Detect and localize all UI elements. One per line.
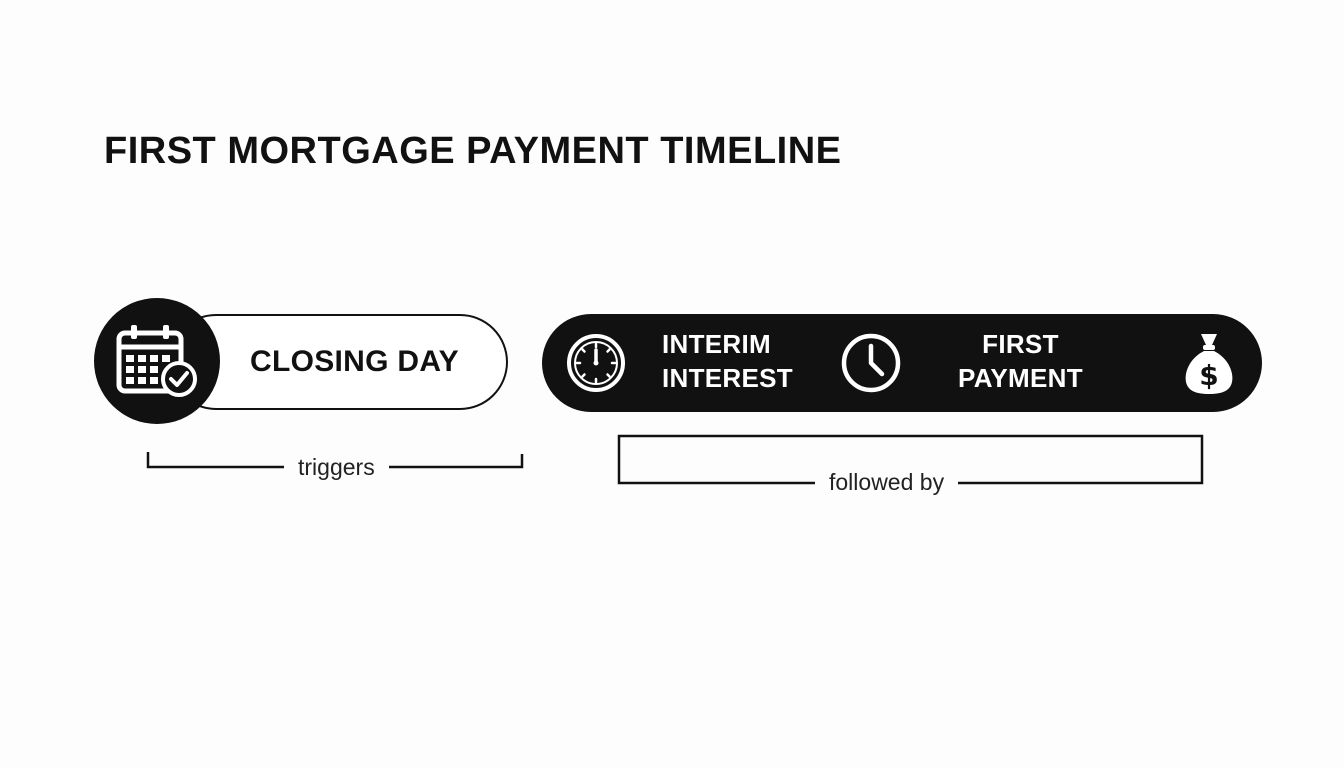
closing-day-pill: CLOSING DAY [168, 314, 508, 410]
svg-text:$: $ [1199, 359, 1218, 392]
payment-line: PAYMENT [958, 363, 1083, 393]
closing-day-label: CLOSING DAY [250, 345, 459, 378]
clock-icon [841, 333, 901, 393]
interest-line: INTEREST [662, 363, 793, 393]
followed-by-label: followed by [815, 468, 959, 496]
calendar-check-icon [116, 325, 197, 397]
first-payment-label: FIRST PAYMENT [958, 327, 1083, 395]
calendar-badge [94, 298, 220, 424]
stopwatch-icon [567, 334, 625, 392]
interim-line: INTERIM [662, 329, 771, 359]
triggers-label: triggers [284, 453, 389, 481]
first-line: FIRST [982, 329, 1059, 359]
interim-interest-label: INTERIM INTEREST [662, 327, 793, 395]
page-title: FIRST MORTGAGE PAYMENT TIMELINE [104, 130, 842, 172]
money-bag-icon: $ [1185, 334, 1233, 394]
timeline-pill: INTERIM INTEREST FIRST PAYMENT $ [542, 314, 1262, 412]
